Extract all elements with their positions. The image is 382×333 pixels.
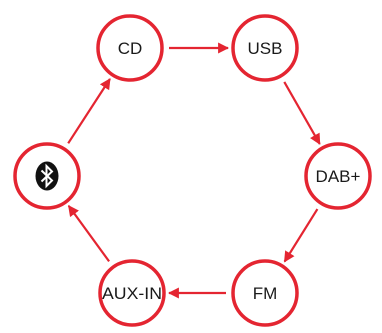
arrow-bluetooth-to-cd xyxy=(67,78,111,144)
node-usb-circle xyxy=(231,14,299,82)
node-dab-label: DAB+ xyxy=(316,167,361,186)
node-cd-circle xyxy=(96,14,164,82)
edges-group xyxy=(67,42,321,299)
node-cd[interactable]: CD xyxy=(96,14,164,82)
node-aux-circle xyxy=(98,259,166,327)
bluetooth-icon xyxy=(35,161,59,191)
node-dab-circle xyxy=(304,142,372,210)
node-dab[interactable]: DAB+ xyxy=(304,142,372,210)
node-aux[interactable]: AUX-IN xyxy=(98,259,166,327)
arrow-dab-to-fm xyxy=(283,208,319,263)
node-fm[interactable]: FM xyxy=(231,259,299,327)
node-fm-label: FM xyxy=(253,284,278,303)
arrow-usb-to-dab xyxy=(283,81,321,145)
node-usb[interactable]: USB xyxy=(231,14,299,82)
node-bluetooth[interactable] xyxy=(13,142,81,210)
node-usb-label: USB xyxy=(248,39,283,58)
node-fm-circle xyxy=(231,259,299,327)
node-cd-label: CD xyxy=(118,39,143,58)
node-aux-label: AUX-IN xyxy=(102,284,162,303)
arrow-aux-to-bluetooth xyxy=(67,205,110,263)
